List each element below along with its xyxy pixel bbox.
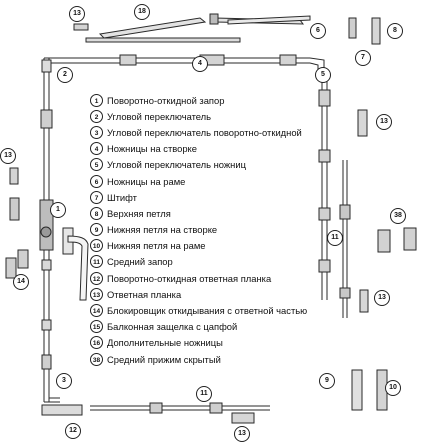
callout: 13 xyxy=(69,6,85,22)
callout: 13 xyxy=(374,290,390,306)
callout: 11 xyxy=(327,230,343,246)
callout: 7 xyxy=(355,50,371,66)
callout: 13 xyxy=(0,148,16,164)
callout: 11 xyxy=(196,386,212,402)
callout: 12 xyxy=(65,423,81,439)
callout: 1 xyxy=(50,202,66,218)
callout: 9 xyxy=(319,373,335,389)
callout: 5 xyxy=(315,67,331,83)
callout: 6 xyxy=(310,23,326,39)
scissors-upper xyxy=(98,17,207,39)
callout: 18 xyxy=(134,4,150,20)
callout: 3 xyxy=(56,373,72,389)
callout: 10 xyxy=(385,380,401,396)
window-handle xyxy=(62,227,89,301)
callout: 8 xyxy=(387,23,403,39)
callout: 2 xyxy=(57,67,73,83)
callout: 4 xyxy=(192,56,208,72)
callout: 38 xyxy=(390,208,406,224)
bottom-frame-rail xyxy=(90,405,270,411)
callout: 14 xyxy=(13,274,29,290)
callout: 13 xyxy=(376,114,392,130)
callout: 13 xyxy=(234,426,250,442)
